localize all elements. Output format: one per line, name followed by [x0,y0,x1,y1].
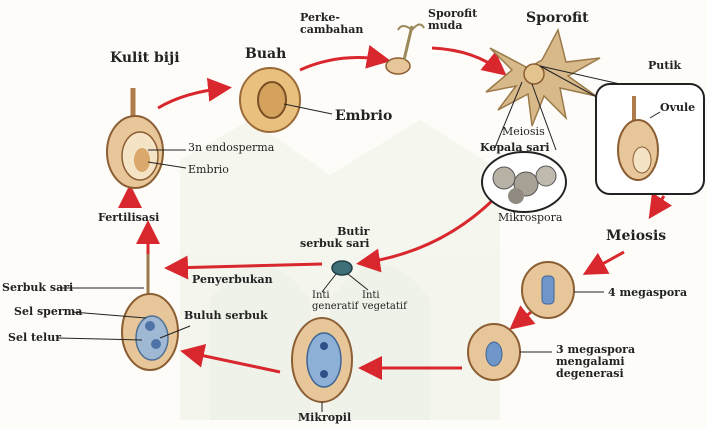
label-buluh-serbuk: Buluh serbuk [184,310,268,322]
arrow-seed-to-fruit [158,88,226,108]
arrow-ovule-to-meiosis [652,196,664,214]
germination-illustration [386,24,424,74]
label-sporofit: Sporofit [526,10,589,26]
label-kepala-sari: Kepala sari [480,142,550,154]
anther-inset [482,152,566,212]
label-meiosis-top: Meiosis [502,126,545,138]
label-buah: Buah [245,46,286,62]
label-perkecambahan: Perke- cambahan [300,12,380,36]
arrow-fruit-to-germination [300,58,385,70]
label-4-megaspora: 4 megaspora [608,287,687,299]
label-embrio-seed: Embrio [188,164,229,176]
arrow-germination-to-sporophyte [432,48,502,72]
seed-illustration [107,88,163,188]
label-3-megaspora: 3 megaspora mengalami degenerasi [556,344,635,380]
label-inti-generatif: Inti generatif [312,290,358,312]
label-putik: Putik [648,60,681,72]
label-fertilisasi: Fertilisasi [98,212,159,224]
fruit-illustration [240,68,300,132]
arrow-meiosis-to-4-megaspora [588,252,624,272]
label-sel-telur: Sel telur [8,332,61,344]
label-endosperma: 3n endosperma [188,142,274,154]
label-sel-sperma: Sel sperma [14,306,82,318]
label-serbuk-sari: Serbuk sari [2,282,73,294]
label-meiosis: Meiosis [606,228,666,244]
label-ovule: Ovule [660,102,695,114]
three-megaspora-illustration [468,324,552,380]
label-sporofit-muda: Sporofit muda [428,8,477,32]
label-kulit-biji: Kulit biji [110,50,180,66]
label-mikrospora: Mikrospora [498,212,562,224]
label-embrio-fruit: Embrio [335,108,392,124]
label-mikropil: Mikropil [298,412,351,424]
label-butir-serbuk-sari: Butir serbuk sari [300,226,369,250]
label-penyerbukan: Penyerbukan [192,274,273,286]
label-inti-vegetatif: Inti vegetatif [362,290,407,312]
